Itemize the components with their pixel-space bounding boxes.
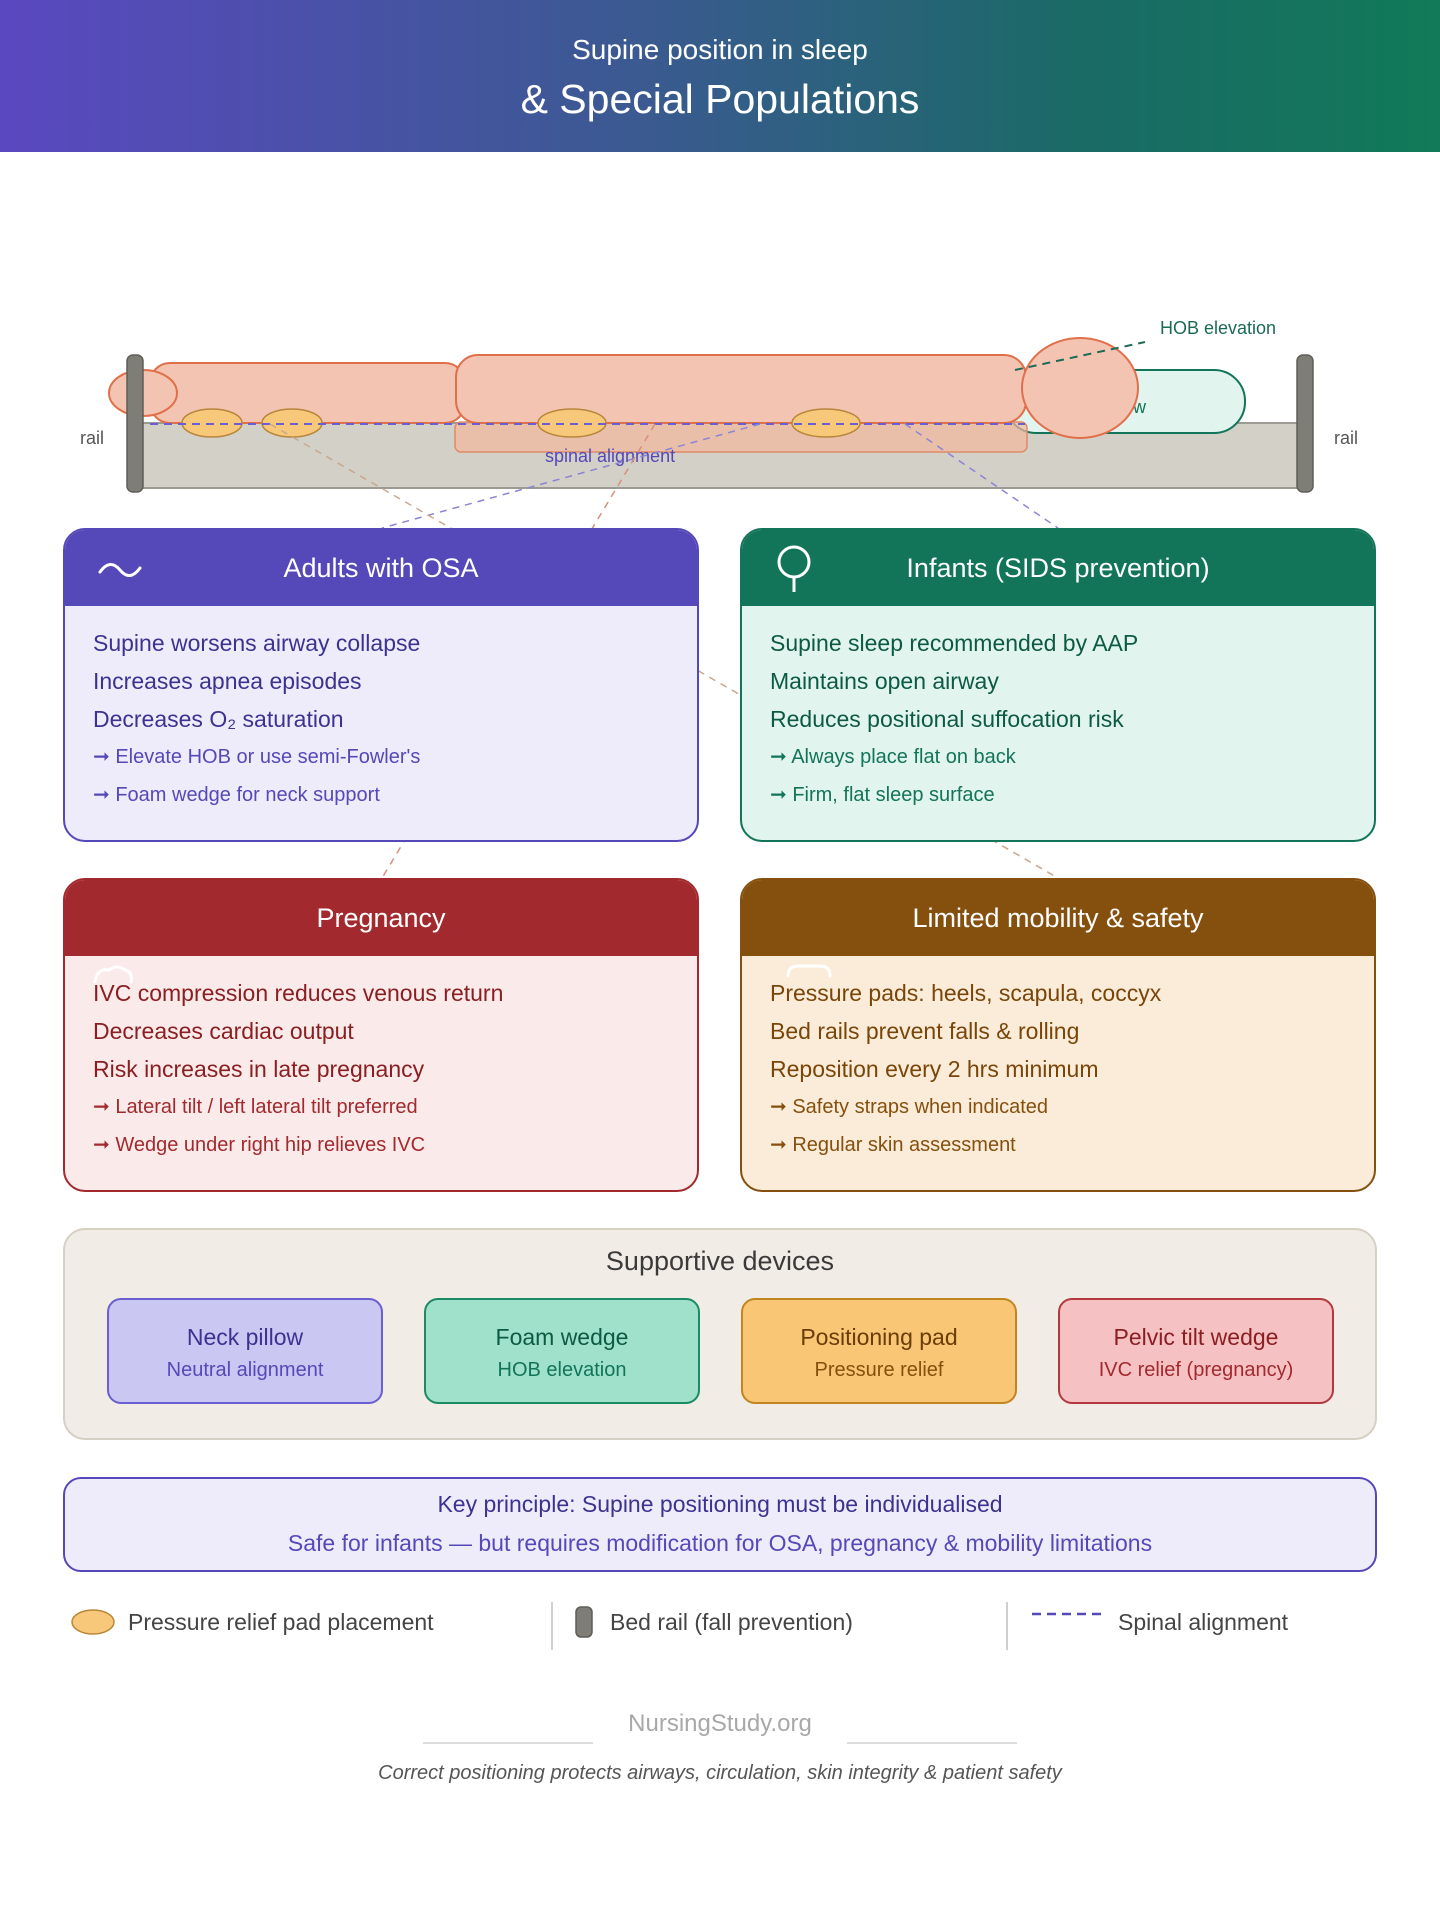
device-foam-wedge: Foam wedge HOB elevation (424, 1298, 700, 1404)
device-name: Foam wedge (495, 1324, 629, 1350)
card-action: ➞ Safety straps when indicated (770, 1096, 1049, 1118)
rail-right-label: rail (1334, 428, 1358, 448)
card-action: ➞ Regular skin assessment (770, 1134, 1016, 1156)
patient-head (1021, 337, 1139, 439)
key-principle-box: Key principle: Supine positioning must b… (63, 1477, 1377, 1572)
card-action: ➞ Foam wedge for neck support (93, 784, 380, 806)
card-point: Reposition every 2 hrs minimum (770, 1056, 1099, 1082)
card-point: Maintains open airway (770, 668, 999, 694)
card-title: Limited mobility & safety (912, 902, 1204, 933)
card-adults-osa: Adults with OSA Supine worsens airway co… (63, 528, 699, 842)
spinal-alignment-label: spinal alignment (545, 446, 675, 466)
legend-divider (1006, 1602, 1008, 1650)
card-title: Pregnancy (316, 902, 446, 933)
device-pelvic-tilt-wedge: Pelvic tilt wedge IVC relief (pregnancy) (1058, 1298, 1334, 1404)
legend-spine-label: Spinal alignment (1118, 1608, 1289, 1635)
card-action: ➞ Lateral tilt / left lateral tilt prefe… (93, 1096, 418, 1118)
bed-rail-icon (575, 1606, 593, 1638)
card-point: Decreases cardiac output (93, 1018, 354, 1044)
card-title: Adults with OSA (283, 552, 479, 583)
title-line-2: & Special Populations (520, 76, 920, 122)
device-name: Pelvic tilt wedge (1113, 1324, 1279, 1350)
device-sub: HOB elevation (497, 1359, 627, 1381)
device-sub: IVC relief (pregnancy) (1098, 1359, 1294, 1381)
supine-bed-diagram: w HOB elevation spinal alignment rail ra… (80, 318, 1358, 879)
supportive-devices-panel: Supportive devices Neck pillow Neutral a… (63, 1228, 1377, 1440)
key-principle-line-1: Key principle: Supine positioning must b… (437, 1491, 1003, 1517)
rattle-icon (777, 545, 811, 592)
footer-caption: Correct positioning protects airways, ci… (378, 1762, 1062, 1784)
card-pregnancy: Pregnancy IVC compression reduces venous… (63, 878, 699, 1192)
card-limited-mobility: Limited mobility & safety Pressure pads:… (740, 878, 1376, 1192)
legend-pad: Pressure relief pad placement (70, 1604, 434, 1640)
patient-torso (455, 354, 1027, 424)
card-title: Infants (SIDS prevention) (906, 552, 1210, 583)
legend-rail-label: Bed rail (fall prevention) (610, 1608, 853, 1635)
rail-left-label: rail (80, 428, 104, 448)
card-header: Infants (SIDS prevention) (742, 530, 1374, 606)
brand-name: NursingStudy.org (628, 1710, 812, 1737)
card-action: ➞ Wedge under right hip relieves IVC (93, 1134, 426, 1156)
legend-spine: Spinal alignment (1030, 1604, 1288, 1640)
card-header: Pregnancy (65, 880, 697, 956)
card-point: IVC compression reduces venous return (93, 980, 504, 1006)
card-header: Limited mobility & safety (742, 880, 1374, 956)
devices-title: Supportive devices (605, 1246, 835, 1276)
header-banner: Supine position in sleep & Special Popul… (0, 0, 1440, 152)
key-principle-line-2: Safe for infants — but requires modifica… (287, 1530, 1153, 1556)
card-point: Reduces positional suffocation risk (770, 706, 1124, 732)
brand-divider-left (423, 1742, 593, 1744)
card-point: Increases apnea episodes (93, 668, 362, 694)
brand-divider-right (847, 1742, 1017, 1744)
card-header: Adults with OSA (65, 530, 697, 606)
device-sub: Pressure relief (814, 1359, 944, 1381)
legend-divider (551, 1602, 553, 1650)
connector-sids (904, 423, 1059, 529)
card-action: ➞ Firm, flat sleep surface (770, 784, 995, 806)
bed-rail-right (1296, 354, 1314, 493)
card-infants-sids: Infants (SIDS prevention) Supine sleep r… (740, 528, 1376, 842)
device-name: Positioning pad (800, 1324, 958, 1350)
card-point: Supine worsens airway collapse (93, 630, 421, 656)
pregnancy-icon (93, 965, 133, 984)
wave-icon (98, 563, 142, 577)
card-point: Risk increases in late pregnancy (93, 1056, 425, 1082)
legend-rail: Bed rail (fall prevention) (574, 1604, 853, 1640)
title-line-1: Supine position in sleep (572, 34, 868, 65)
device-neck-pillow: Neck pillow Neutral alignment (107, 1298, 383, 1404)
device-name: Neck pillow (186, 1324, 304, 1350)
device-positioning-pad: Positioning pad Pressure relief (741, 1298, 1017, 1404)
pressure-pad-icon (71, 1609, 115, 1635)
card-point: Decreases O₂ saturation (93, 706, 344, 732)
connector-osa (381, 423, 761, 529)
card-point: Pressure pads: heels, scapula, coccyx (770, 980, 1162, 1006)
device-sub: Neutral alignment (166, 1359, 324, 1381)
spinal-alignment-icon (1032, 1612, 1104, 1616)
card-point: Bed rails prevent falls & rolling (770, 1018, 1080, 1044)
legend-pad-label: Pressure relief pad placement (128, 1608, 434, 1635)
bed-rail-left (126, 354, 144, 493)
card-point: Supine sleep recommended by AAP (770, 630, 1139, 656)
card-action: ➞ Elevate HOB or use semi-Fowler's (93, 746, 421, 768)
hob-label: HOB elevation (1160, 318, 1276, 338)
card-action: ➞ Always place flat on back (770, 746, 1016, 768)
shield-icon (786, 964, 832, 978)
